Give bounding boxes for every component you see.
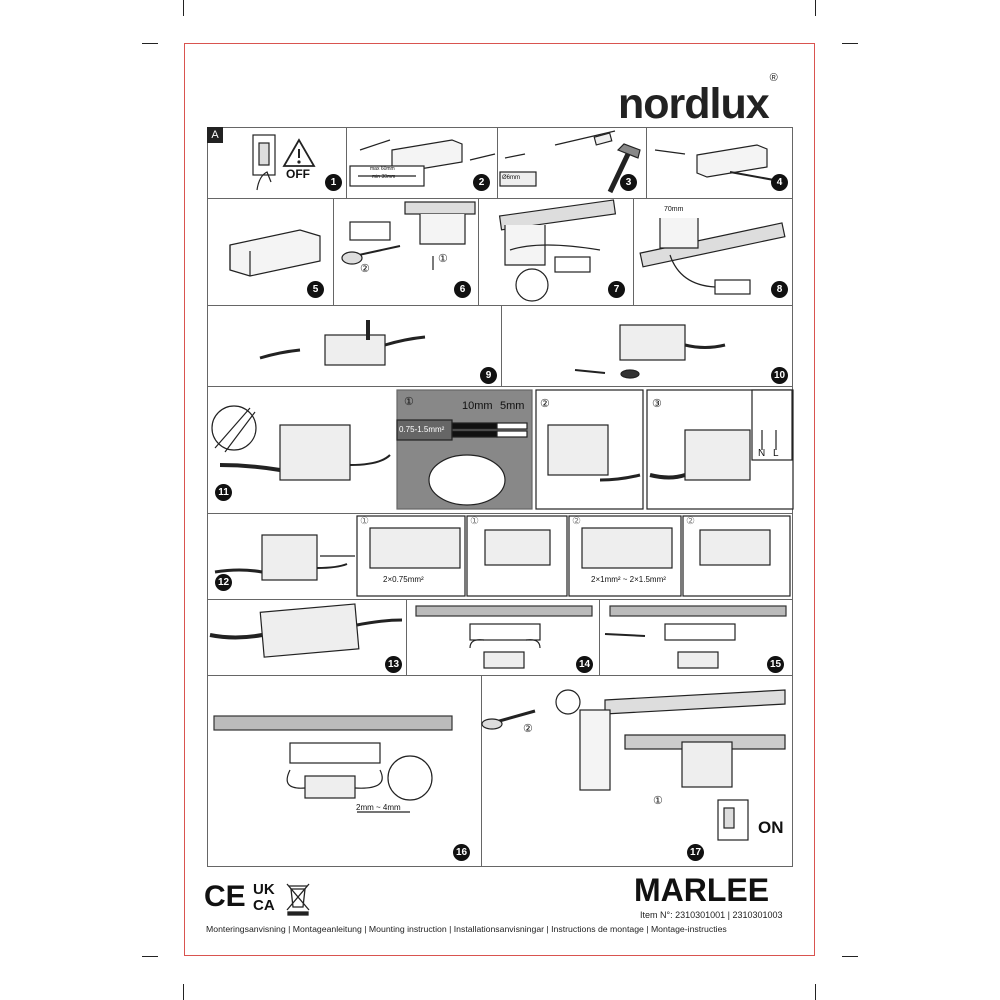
nordlux-logo: nordlux® bbox=[618, 71, 778, 128]
mark-2: ② bbox=[572, 516, 581, 527]
crop-mark bbox=[142, 956, 158, 957]
language-list: Monteringsanvisning | Montageanleitung |… bbox=[206, 924, 727, 934]
crop-mark bbox=[183, 0, 184, 16]
mark-2: ② bbox=[360, 263, 370, 275]
mark-1: ① bbox=[404, 396, 414, 408]
neutral-label: N bbox=[758, 448, 766, 459]
crop-mark bbox=[842, 956, 858, 957]
min-depth-label: min 30mm bbox=[372, 174, 396, 180]
ukca-mark-top: UK bbox=[253, 881, 275, 898]
crop-mark bbox=[842, 43, 858, 44]
distance-label: 70mm bbox=[664, 206, 684, 213]
crop-mark bbox=[183, 984, 184, 1000]
step-number: 1 bbox=[325, 174, 342, 191]
mark-1: ① bbox=[438, 253, 448, 265]
step-number: 16 bbox=[453, 844, 470, 861]
step-number: 8 bbox=[771, 281, 788, 298]
mark-3: ③ bbox=[652, 398, 662, 410]
ukca-mark-bottom: CA bbox=[253, 897, 275, 914]
mark-1: ① bbox=[470, 516, 479, 527]
drill-icon bbox=[499, 171, 537, 187]
wire-size-label: 2×1mm² ~ 2×1.5mm² bbox=[591, 575, 666, 584]
step-number: 6 bbox=[454, 281, 471, 298]
product-name: MARLEE bbox=[634, 872, 770, 908]
strip-length-a: 10mm bbox=[462, 400, 493, 412]
step-number: 2 bbox=[473, 174, 490, 191]
drill-size-label: Ø6mm bbox=[502, 175, 520, 181]
step-number: 5 bbox=[307, 281, 324, 298]
step-number: 9 bbox=[480, 367, 497, 384]
strip-length-b: 5mm bbox=[500, 400, 525, 412]
gap-label: 2mm ~ 4mm bbox=[356, 803, 401, 812]
section-label: A bbox=[207, 127, 223, 143]
instruction-sheet bbox=[184, 43, 815, 956]
step-number: 12 bbox=[215, 574, 232, 591]
on-label: ON bbox=[758, 818, 784, 837]
step-number: 11 bbox=[215, 484, 232, 501]
wire-size-label: 0.75-1.5mm² bbox=[399, 425, 445, 434]
live-label: L bbox=[773, 448, 779, 459]
mark-2: ② bbox=[523, 723, 533, 735]
step-number: 4 bbox=[771, 174, 788, 191]
crop-mark bbox=[815, 0, 816, 16]
mark-1: ① bbox=[360, 516, 369, 527]
mark-1: ① bbox=[653, 795, 663, 807]
step-number: 7 bbox=[608, 281, 625, 298]
off-label: OFF bbox=[286, 167, 310, 181]
step-number: 10 bbox=[771, 367, 788, 384]
crop-mark bbox=[142, 43, 158, 44]
warning-icon bbox=[282, 138, 316, 167]
terminal-block-drawing bbox=[324, 334, 386, 366]
hammer-icon bbox=[616, 143, 641, 159]
mark-2: ② bbox=[540, 398, 550, 410]
step-number: 14 bbox=[576, 656, 593, 673]
ce-mark: CE bbox=[204, 880, 246, 913]
step-17-panel bbox=[481, 675, 793, 867]
step-number: 15 bbox=[767, 656, 784, 673]
crop-mark bbox=[815, 984, 816, 1000]
max-depth-label: max 60mm bbox=[370, 166, 395, 172]
step-number: 3 bbox=[620, 174, 637, 191]
item-number: Item N°: 2310301001 | 2310301003 bbox=[640, 910, 783, 920]
step-number: 13 bbox=[385, 656, 402, 673]
step-number: 17 bbox=[687, 844, 704, 861]
wire-size-label: 2×0.75mm² bbox=[383, 575, 424, 584]
mark-2: ② bbox=[686, 516, 695, 527]
